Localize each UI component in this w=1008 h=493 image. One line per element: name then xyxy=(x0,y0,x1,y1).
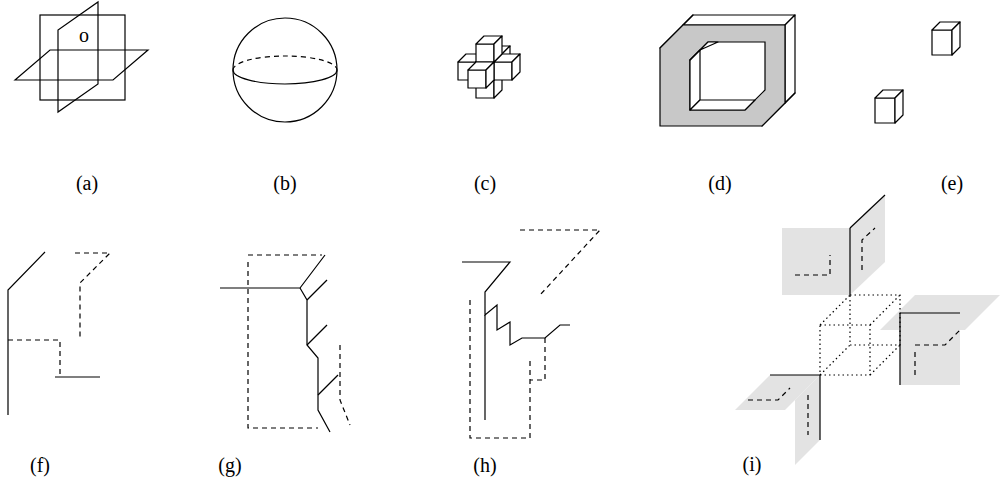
planes-at-cube-corners xyxy=(900,313,960,385)
cube-cross xyxy=(476,36,502,62)
planes-at-cube-corners xyxy=(820,295,900,375)
corner-surface xyxy=(75,253,110,340)
staircase-surface xyxy=(470,300,530,438)
planes-at-cube-corners xyxy=(735,195,1000,465)
planes-at-cube-corners xyxy=(849,228,850,295)
figure-label: (h) xyxy=(473,455,496,475)
sphere xyxy=(233,18,337,122)
hollow-frame xyxy=(683,15,795,25)
corner-surface xyxy=(55,376,100,377)
stepped-surface xyxy=(220,255,350,432)
coordinate-planes xyxy=(58,2,98,112)
coordinate-planes xyxy=(15,50,148,80)
staircase-surface xyxy=(484,315,485,420)
hollow-frame xyxy=(785,15,795,103)
staircase-surface xyxy=(530,338,545,380)
planes-at-cube-corners xyxy=(782,228,850,295)
corner-surface xyxy=(8,340,60,377)
stepped-surface xyxy=(340,345,350,425)
origin-label: o xyxy=(79,25,89,45)
figure-label: (d) xyxy=(708,173,731,193)
stepped-surface xyxy=(300,288,330,432)
planes-at-cube-corners xyxy=(795,255,830,275)
stepped-surface xyxy=(307,325,327,345)
planes-at-cube-corners xyxy=(850,195,885,228)
planes-at-cube-corners xyxy=(900,312,960,313)
staircase-surface xyxy=(462,230,600,438)
coordinate-planes xyxy=(40,15,125,100)
planes-at-cube-corners xyxy=(748,388,790,400)
planes-at-cube-corners xyxy=(915,330,960,345)
cube-cross xyxy=(468,62,494,88)
figure-label: (f) xyxy=(30,455,50,475)
sphere xyxy=(233,18,337,122)
coordinate-planes xyxy=(15,2,148,112)
stepped-surface xyxy=(248,262,318,428)
planes-at-cube-corners xyxy=(807,395,808,435)
corner-surface xyxy=(8,252,45,415)
hollow-frame xyxy=(660,15,795,126)
figure-label: (e) xyxy=(941,173,963,193)
separate-boxes xyxy=(875,22,960,123)
staircase-surface xyxy=(520,230,600,295)
planes-at-cube-corners xyxy=(795,375,820,465)
corner-surface xyxy=(8,252,110,415)
figure-label: (b) xyxy=(273,173,296,193)
hollow-frame xyxy=(690,42,718,60)
sphere xyxy=(233,56,337,70)
hollow-frame xyxy=(690,100,755,110)
planes-at-cube-corners xyxy=(862,228,875,270)
planes-at-cube-corners xyxy=(850,195,885,295)
stepped-surface xyxy=(318,375,338,395)
figure-label: (i) xyxy=(743,454,762,474)
separate-boxes xyxy=(932,22,960,55)
planes-at-cube-corners xyxy=(914,352,915,378)
stepped-surface xyxy=(220,255,325,288)
staircase-surface xyxy=(462,262,570,345)
planes-at-cube-corners xyxy=(770,375,820,440)
figure-label: (g) xyxy=(218,455,241,475)
stepped-surface xyxy=(307,280,327,300)
sphere xyxy=(233,70,337,84)
cube-cross xyxy=(458,36,520,98)
planes-at-cube-corners xyxy=(899,313,900,385)
planes-at-cube-corners xyxy=(820,325,870,375)
hollow-frame xyxy=(660,25,785,126)
separate-boxes xyxy=(875,90,903,123)
figure-label: (c) xyxy=(474,173,496,193)
stepped-surface xyxy=(248,254,322,255)
figure-label: (a) xyxy=(76,173,98,193)
